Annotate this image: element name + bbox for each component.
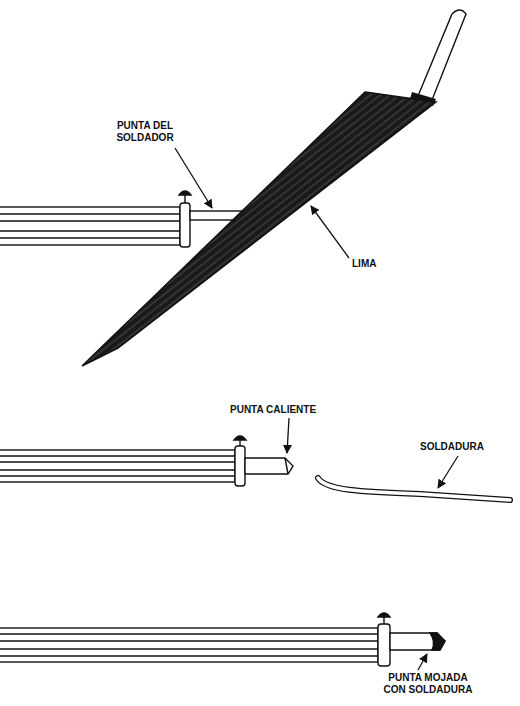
soldering-iron-middle [0, 436, 293, 486]
part-label: SOLDADURA [420, 441, 484, 453]
soldering-iron-bottom [0, 613, 445, 666]
part-label: LIMA [352, 258, 376, 270]
solder-wire [318, 478, 510, 500]
leader-arrows [175, 148, 458, 670]
soldering-iron-top [0, 191, 246, 247]
part-label: PUNTA DEL SOLDADOR [105, 120, 185, 144]
file [82, 10, 466, 366]
part-label: PUNTA MOJADA CON SOLDADURA [378, 672, 478, 696]
solder-wire-core [318, 478, 510, 500]
part-label: PUNTA CALIENTE [230, 404, 316, 416]
